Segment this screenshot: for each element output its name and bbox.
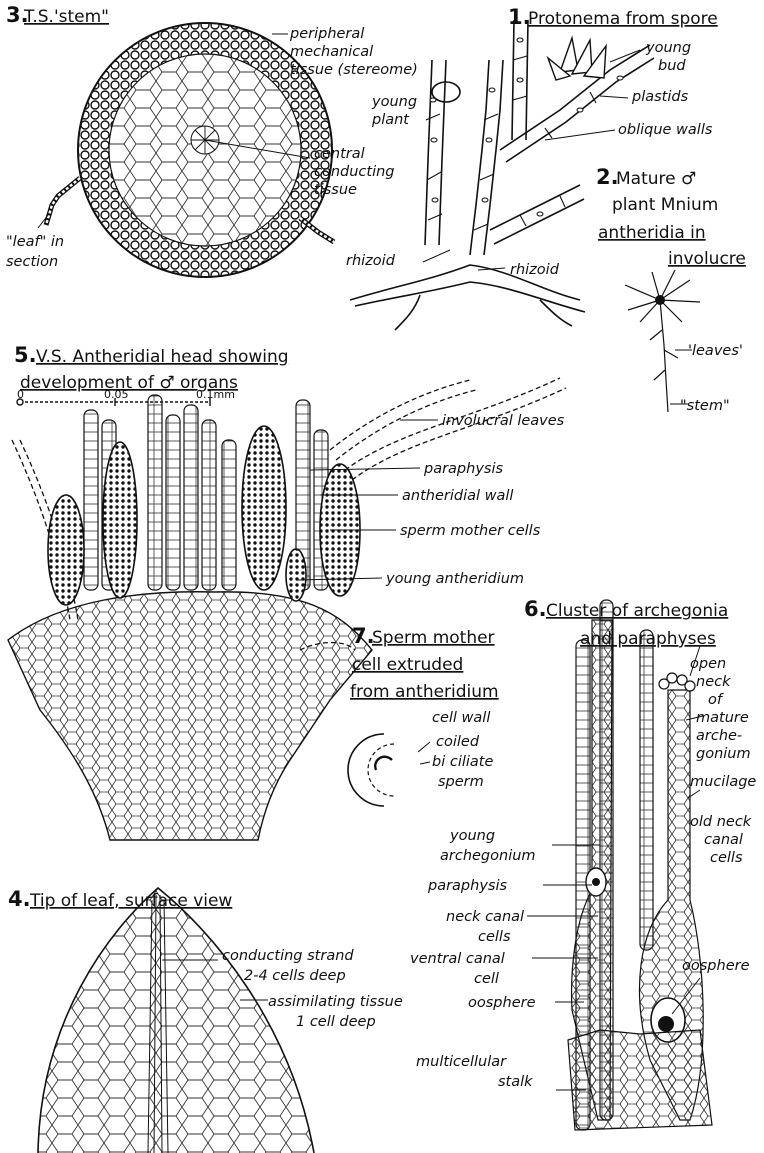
fig7-label-sperm: sperm [438,774,484,790]
fig1-label-young: young [645,40,691,56]
fig6-label-open-3: of [708,692,724,708]
fig6-label-neck-canal-2: cells [478,929,511,945]
fig2-title-4: involucre [668,249,746,269]
fig2-label-stem: "stem" [680,398,730,414]
fig3-label-central-3: tissue [314,182,357,198]
fig6-label-oosphere-left: oosphere [468,995,536,1011]
fig7-title-1: Sperm mother [372,628,495,648]
fig6-label-open-4: mature [696,710,749,726]
fig1-label-young-plant-1: young [371,94,417,110]
fig2-title-1: Mature ♂ [616,169,696,189]
fig4-title: Tip of leaf, surface view [29,891,232,911]
fig2-title-2: plant Mnium [612,195,718,215]
fig1-label-oblique: oblique walls [618,122,713,138]
fig4-label-conducting-2: 2-4 cells deep [244,968,346,984]
fig6-label-ventral-canal-2: cell [474,971,499,987]
fig5-number: 5. [14,343,37,367]
fig6-title-2: and paraphyses [580,629,716,649]
fig3-label-peripheral-3: tissue (stereome) [290,62,418,78]
fig4-label-assimilating-1: assimilating tissue [268,994,403,1010]
fig5-label-paraphysis: paraphysis [423,461,503,477]
fig1-label-rhizoid-2: rhizoid [510,262,560,278]
fig2-label-leaves: 'leaves' [688,343,743,359]
fig6-label-paraphysis: paraphysis [427,878,507,894]
fig6-label-open-6: gonium [696,746,751,762]
fig7-title-3: from antheridium [350,682,499,702]
fig6-label-old-neck-2: canal [704,832,743,848]
fig1-label-rhizoid-1: rhizoid [346,253,396,269]
fig6-label-young-arch-2: archegonium [440,848,536,864]
fig1-label-bud: bud [658,58,686,74]
fig6-label-young-arch-1: young [449,828,495,844]
fig4-label-assimilating-2: 1 cell deep [296,1014,376,1030]
fig2-mature-plant: 2. Mature ♂ plant Mnium antheridia in in… [596,165,746,414]
fig4-leaf-tip: 4. Tip of leaf, surface view conducting … [8,887,403,1153]
fig6-label-open-1: open [690,656,726,672]
fig6-label-stalk: stalk [498,1074,533,1090]
fig5-label-involucral: involucral leaves [442,413,565,429]
fig1-protonema: 1. Protonema from spore young bud plasti… [346,5,718,330]
fig7-label-coiled: coiled [436,734,480,750]
fig6-label-old-neck-3: cells [710,850,743,866]
fig6-archegonia-cluster: 6. Cluster of archegonia and paraphyses … [410,597,756,1130]
fig3-label-leaf-1: "leaf" in [6,234,64,250]
fig3-stem-section: 3. T.S.'stem" peripheral mechanical tiss… [6,3,418,277]
fig6-label-open-5: arche- [696,728,742,744]
fig6-label-ventral-canal-1: ventral canal [410,951,505,967]
fig6-label-neck-canal-1: neck canal [446,909,524,925]
fig5-scale-0: 0 [17,388,24,401]
fig5-scale-005: 0.05 [104,388,129,401]
fig3-label-peripheral-1: peripheral [289,26,364,42]
fig7-title-2: cell extruded [352,655,463,675]
fig5-label-young-antheridium: young antheridium [385,571,524,587]
fig6-label-old-neck-1: old neck [690,814,752,830]
fig1-label-plastids: plastids [631,89,689,105]
fig5-label-sperm-mother-cells: sperm mother cells [400,523,541,539]
fig3-label-peripheral-2: mechanical [290,44,373,60]
fig5-title-1: V.S. Antheridial head showing [36,347,289,367]
fig1-title: Protonema from spore [528,9,718,29]
fig7-label-cell-wall: cell wall [432,710,490,726]
fig4-label-conducting-1: conducting strand [222,948,354,964]
fig6-label-mucilage: mucilage [690,774,756,790]
fig3-label-central-2: conducting [314,164,395,180]
fig6-label-oosphere-right: oosphere [682,958,750,974]
fig4-number: 4. [8,887,31,911]
fig5-label-antheridial-wall: antheridial wall [402,488,513,504]
fig5-scale-01mm: 0.1mm [196,388,235,401]
fig6-title-1: Cluster of archegonia [546,601,728,621]
fig2-title-3: antheridia in [598,223,706,243]
fig7-label-biciliate: bi ciliate [432,754,493,770]
fig6-label-multicellular: multicellular [416,1054,507,1070]
fig6-number: 6. [524,597,547,621]
fig3-label-leaf-2: section [6,254,58,270]
fig1-label-young-plant-2: plant [371,112,410,128]
fig6-label-open-2: neck [696,674,731,690]
fig3-title: T.S.'stem" [23,7,109,27]
fig3-label-central-1: central [314,146,365,162]
